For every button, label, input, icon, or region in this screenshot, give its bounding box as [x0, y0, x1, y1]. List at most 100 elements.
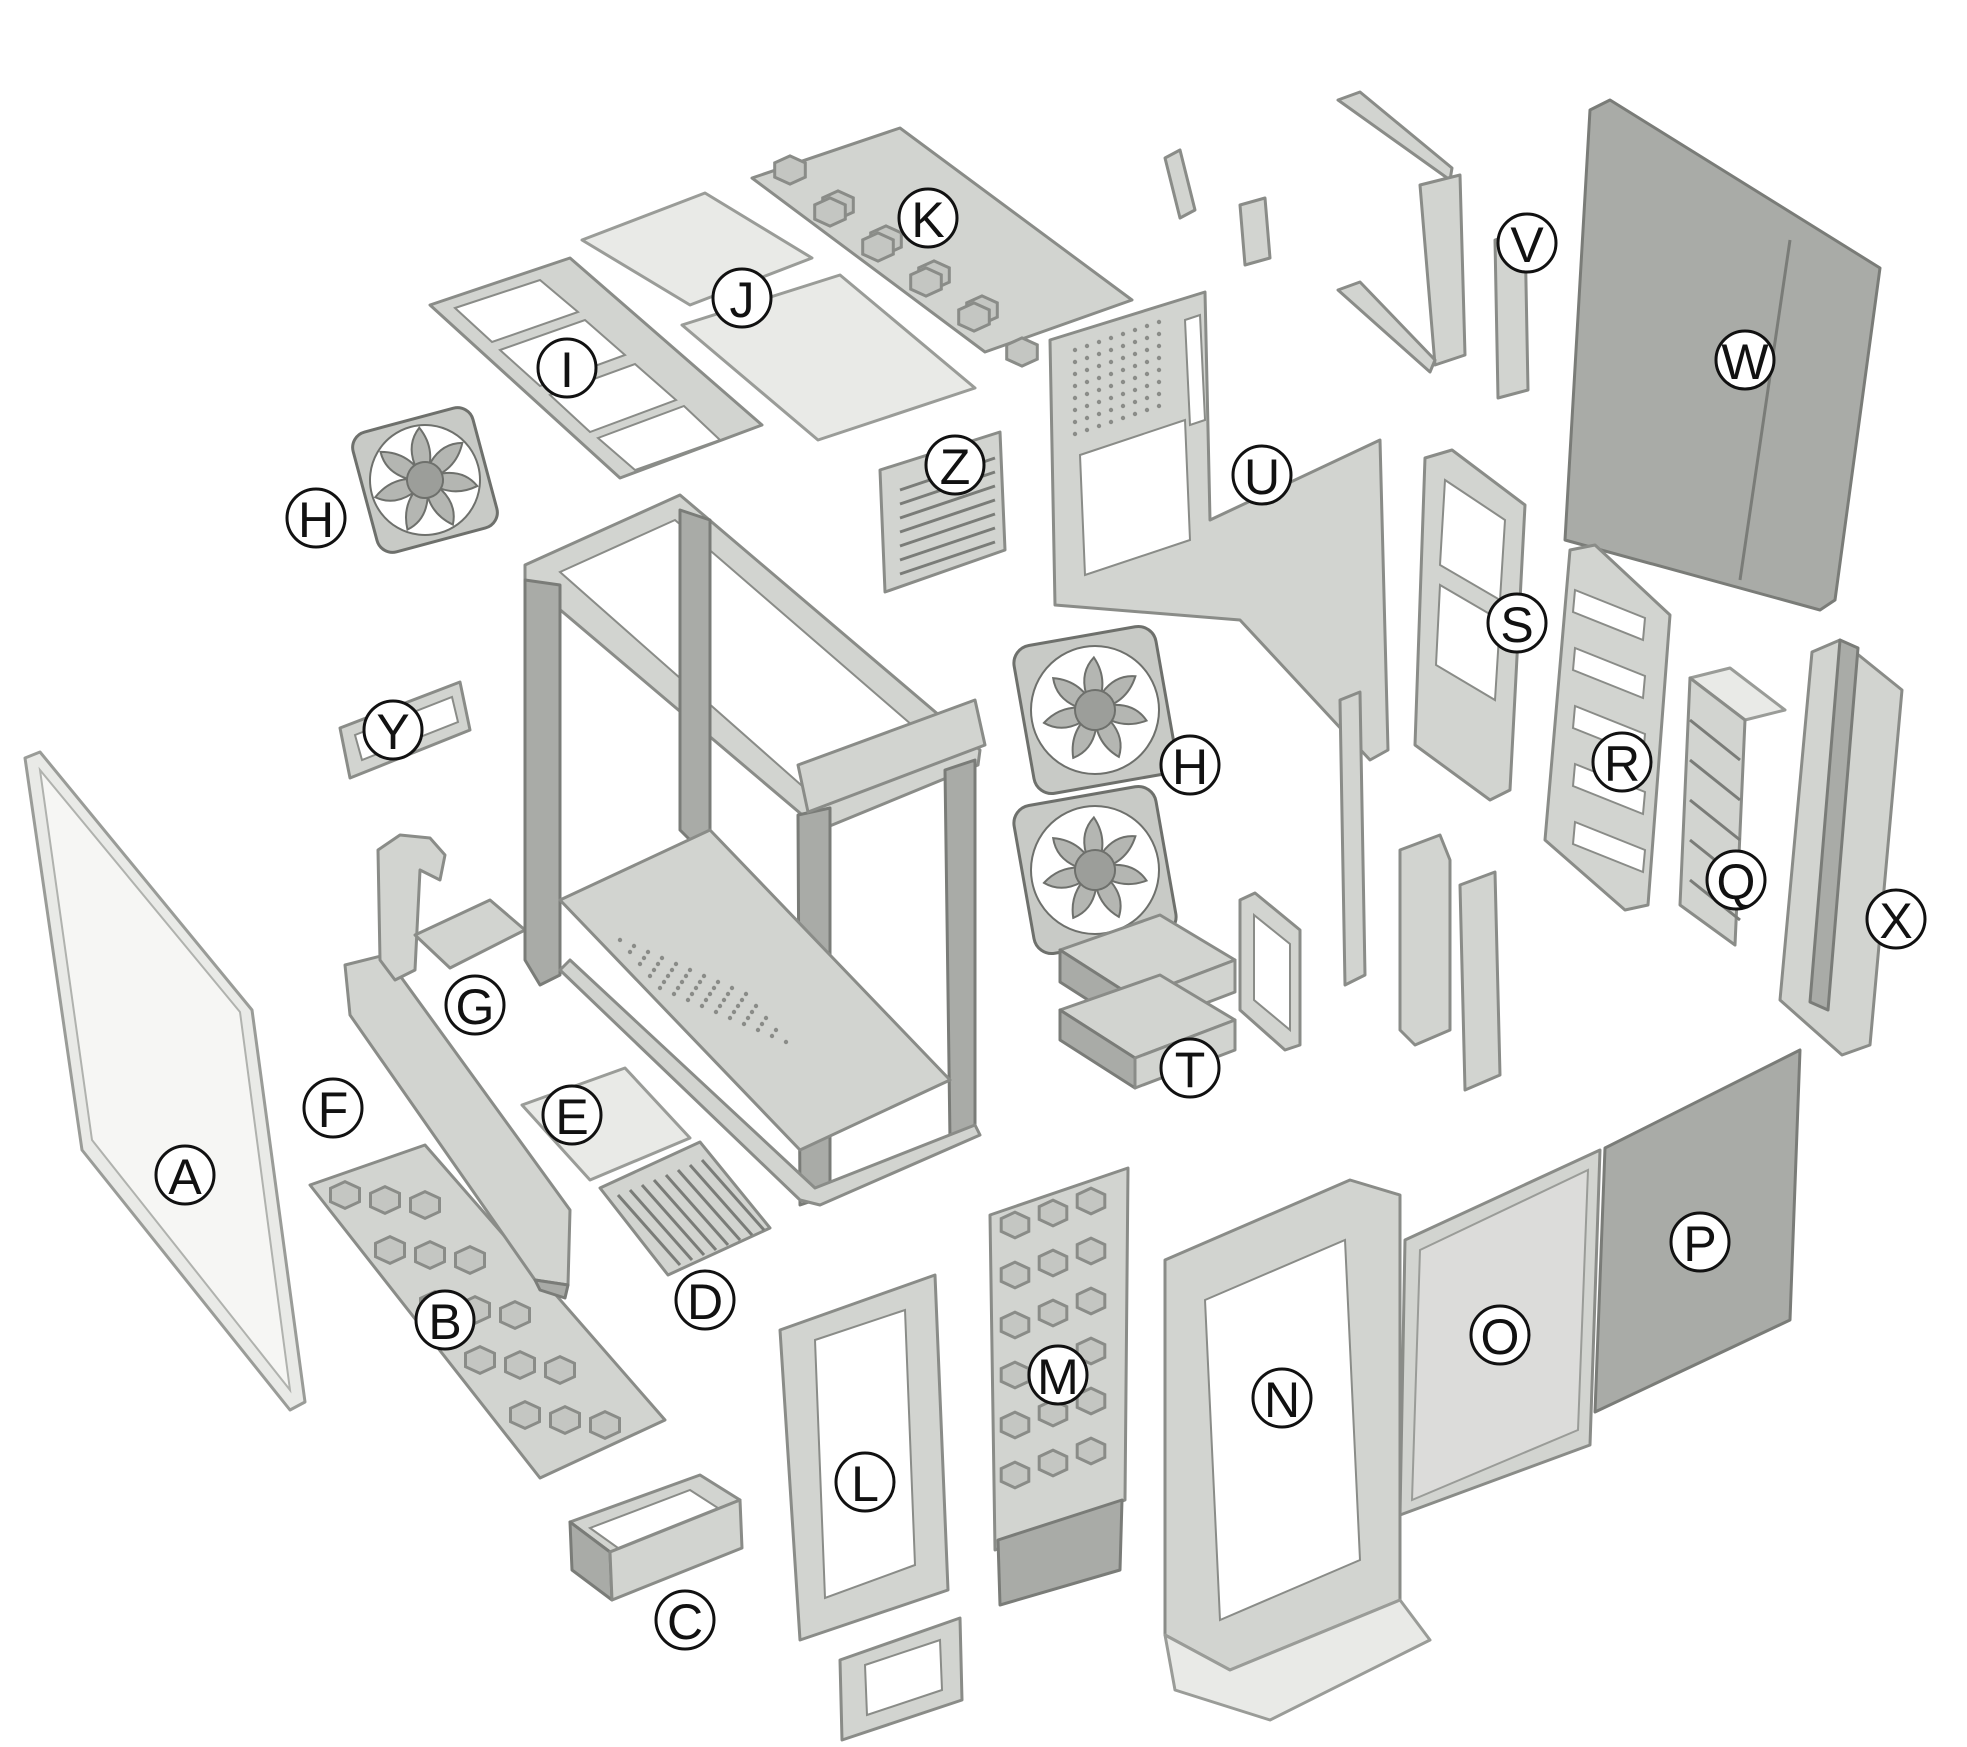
callout-letter: Z — [940, 439, 971, 495]
callout-circle — [536, 337, 598, 399]
callout-v: V — [1496, 212, 1558, 274]
callout-circle — [924, 434, 986, 496]
part-fan-center-lower — [1012, 784, 1178, 956]
part-drive-bracket-frame — [1543, 543, 1672, 912]
callout-letter: Y — [376, 704, 409, 760]
callout-letter: O — [1481, 1309, 1520, 1365]
callout-z: Z — [924, 434, 986, 496]
callout-k: K — [897, 187, 959, 249]
callout-circle — [1251, 1367, 1313, 1429]
callout-circle — [1469, 1304, 1531, 1366]
part-bracket — [376, 833, 527, 982]
callout-circle — [444, 974, 506, 1036]
part-glass-side-panel — [23, 750, 307, 1412]
part-motherboard-tray — [1048, 290, 1390, 762]
part-fan-center-upper — [1012, 624, 1178, 796]
callout-circle — [654, 1589, 716, 1651]
callout-o: O — [1469, 1304, 1531, 1366]
callout-circle — [1159, 1037, 1221, 1099]
callout-circle — [541, 1084, 603, 1146]
callout-circle — [834, 1451, 896, 1513]
callout-letter: U — [1244, 449, 1280, 505]
callout-q: Q — [1705, 849, 1767, 911]
callout-letter: K — [911, 192, 944, 248]
callout-circle — [1591, 731, 1653, 793]
callout-circle — [897, 187, 959, 249]
callout-letter: M — [1037, 1349, 1079, 1405]
callout-g: G — [444, 974, 506, 1036]
callout-letter: G — [456, 979, 495, 1035]
callout-circle — [154, 1144, 216, 1206]
callout-circle — [1669, 1211, 1731, 1273]
callout-letter: J — [730, 272, 755, 328]
callout-circle — [1865, 888, 1927, 950]
callout-letter: V — [1510, 217, 1544, 273]
callout-h: H — [285, 487, 347, 549]
callout-s: S — [1486, 592, 1548, 654]
callout-letter: R — [1604, 736, 1640, 792]
part-small-drive-cage — [568, 1473, 744, 1602]
callout-letter: H — [1172, 739, 1208, 795]
part-side-rail — [1778, 638, 1904, 1057]
callout-u: U — [1231, 444, 1293, 506]
callout-x: X — [1865, 888, 1927, 950]
callout-circle — [1027, 1344, 1089, 1406]
callout-circle — [1714, 329, 1776, 391]
callout-p: P — [1669, 1211, 1731, 1273]
callout-letter: X — [1879, 893, 1912, 949]
callout-letter: S — [1500, 597, 1533, 653]
callout-a: A — [154, 1144, 216, 1206]
callout-j: J — [711, 267, 773, 329]
callout-letter: W — [1721, 334, 1769, 390]
callout-circle — [674, 1269, 736, 1331]
callout-i: I — [536, 337, 598, 399]
callout-circle — [1231, 444, 1293, 506]
callout-letter: F — [318, 1082, 349, 1138]
callout-circle — [414, 1289, 476, 1351]
callout-circle — [1496, 212, 1558, 274]
callout-y: Y — [362, 699, 424, 761]
callout-letter: L — [851, 1456, 879, 1512]
callout-letter: H — [298, 492, 334, 548]
callout-circle — [711, 267, 773, 329]
part-main-chassis — [523, 493, 987, 1207]
callout-circle — [302, 1077, 364, 1139]
callout-circle — [285, 487, 347, 549]
callout-letter: D — [687, 1274, 723, 1330]
callout-h: H — [1159, 734, 1221, 796]
callout-f: F — [302, 1077, 364, 1139]
part-fan-left — [351, 406, 499, 554]
callout-circle — [1159, 734, 1221, 796]
callout-circle — [362, 699, 424, 761]
callout-e: E — [541, 1084, 603, 1146]
callout-circle — [1486, 592, 1548, 654]
callout-r: R — [1591, 731, 1653, 793]
callout-letter: P — [1683, 1216, 1716, 1272]
callout-w: W — [1714, 329, 1776, 391]
callout-c: C — [654, 1589, 716, 1651]
callout-letter: C — [667, 1594, 703, 1650]
part-front-panel-frame — [1163, 1178, 1432, 1722]
case-parts — [23, 90, 1904, 1742]
callout-letter: I — [560, 342, 574, 398]
part-cable-frame — [1238, 891, 1302, 1052]
callout-m: M — [1027, 1344, 1089, 1406]
callout-letter: N — [1264, 1372, 1300, 1428]
part-radiator-frame — [1413, 448, 1527, 802]
part-psu-vent — [598, 1140, 772, 1277]
callout-letter: B — [428, 1294, 461, 1350]
callout-letter: E — [555, 1089, 588, 1145]
callout-t: T — [1159, 1037, 1221, 1099]
part-rear-brackets — [1163, 90, 1530, 400]
callout-letter: T — [1175, 1042, 1206, 1098]
part-front-frame — [778, 1273, 964, 1742]
part-drive-cages — [1058, 913, 1237, 1090]
callout-labels: A B C D E F G H H I J K L M N O P Q R S T U V W X Y Z — [154, 187, 1927, 1651]
callout-circle — [1705, 849, 1767, 911]
callout-letter: A — [168, 1149, 202, 1205]
callout-d: D — [674, 1269, 736, 1331]
part-vertical-rails — [1338, 690, 1502, 1092]
callout-l: L — [834, 1451, 896, 1513]
callout-n: N — [1251, 1367, 1313, 1429]
